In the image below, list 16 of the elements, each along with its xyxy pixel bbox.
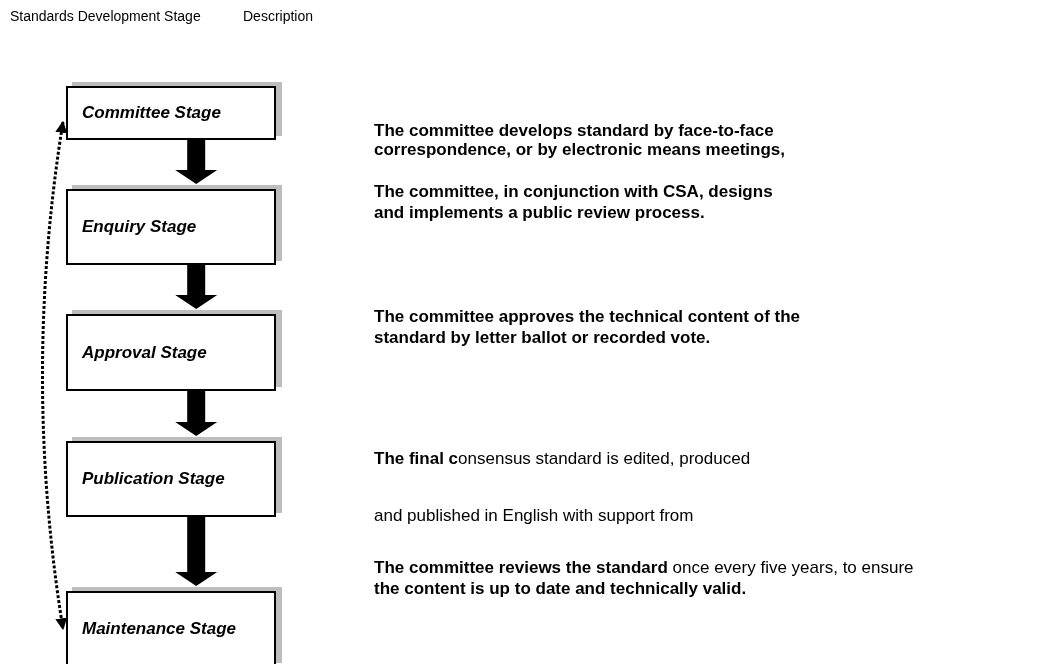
- block-arrow: [175, 140, 218, 184]
- stage-label: Committee Stage: [82, 103, 221, 123]
- description-text: The committee develops standard by face-to-face correspondence, or by electronic means meetings,: [374, 121, 786, 159]
- column-heading: Description: [243, 8, 314, 24]
- block-arrow: [175, 391, 218, 436]
- stage-label: Publication Stage: [82, 469, 225, 489]
- block-arrow: [175, 265, 218, 309]
- stage-label: Enquiry Stage: [82, 217, 197, 237]
- block-arrow: [175, 517, 218, 586]
- stage-label: Maintenance Stage: [82, 619, 236, 639]
- description-text: The committee approves the technical content of the standard by letter ballot or recorded vote.: [374, 306, 802, 348]
- description-text: The committee, in conjunction with CSA, designs and implements a public review process.: [374, 181, 774, 223]
- column-heading: Standards Development Stage: [10, 8, 201, 24]
- description-text: The committee reviews the standard once every five years, to ensure the content is up to date and technically valid.: [374, 557, 915, 599]
- dotted-arrow: [41, 120, 68, 631]
- stage-label: Approval Stage: [82, 342, 207, 363]
